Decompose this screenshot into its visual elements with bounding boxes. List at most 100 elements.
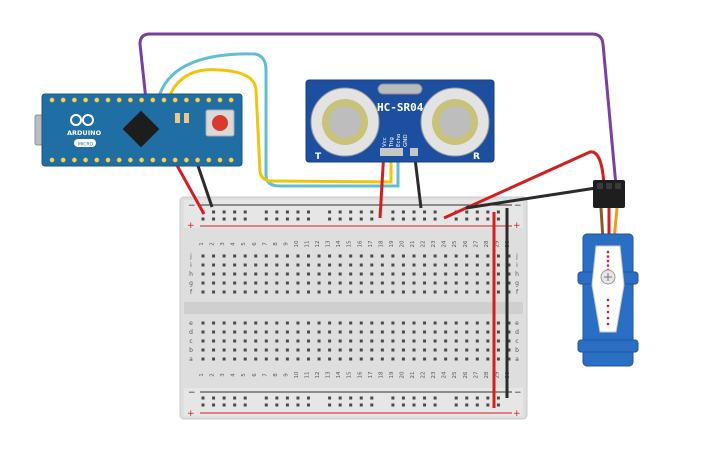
terminal-hole[interactable]	[454, 290, 458, 294]
terminal-hole[interactable]	[254, 272, 258, 276]
rail-hole[interactable]	[338, 396, 342, 400]
terminal-hole[interactable]	[243, 348, 247, 352]
terminal-hole[interactable]	[264, 263, 268, 267]
rail-hole[interactable]	[465, 210, 469, 214]
rail-hole[interactable]	[486, 396, 490, 400]
terminal-hole[interactable]	[433, 272, 437, 276]
rail-hole[interactable]	[370, 217, 374, 221]
terminal-hole[interactable]	[285, 281, 289, 285]
terminal-hole[interactable]	[475, 281, 479, 285]
terminal-hole[interactable]	[201, 254, 205, 258]
terminal-hole[interactable]	[496, 254, 500, 258]
terminal-hole[interactable]	[264, 290, 268, 294]
rail-hole[interactable]	[475, 217, 479, 221]
terminal-hole[interactable]	[486, 263, 490, 267]
terminal-hole[interactable]	[486, 290, 490, 294]
rail-hole[interactable]	[496, 217, 500, 221]
rail-hole[interactable]	[212, 403, 216, 407]
terminal-hole[interactable]	[307, 348, 310, 352]
terminal-hole[interactable]	[201, 339, 205, 343]
header-pin-top[interactable]	[161, 97, 167, 103]
terminal-hole[interactable]	[359, 281, 363, 285]
terminal-hole[interactable]	[401, 348, 405, 352]
rail-hole[interactable]	[465, 217, 469, 221]
rail-hole[interactable]	[233, 210, 237, 214]
terminal-hole[interactable]	[222, 357, 226, 361]
rail-hole[interactable]	[285, 217, 289, 221]
terminal-hole[interactable]	[370, 272, 374, 276]
terminal-hole[interactable]	[285, 263, 289, 267]
rail-hole[interactable]	[328, 396, 332, 400]
rail-hole[interactable]	[296, 217, 300, 221]
header-pin-bottom[interactable]	[49, 157, 55, 163]
terminal-hole[interactable]	[359, 254, 363, 258]
terminal-hole[interactable]	[233, 348, 237, 352]
rail-hole[interactable]	[328, 210, 332, 214]
header-pin-top[interactable]	[116, 97, 122, 103]
terminal-hole[interactable]	[338, 281, 342, 285]
rail-hole[interactable]	[454, 217, 458, 221]
terminal-hole[interactable]	[423, 272, 427, 276]
header-pin-bottom[interactable]	[195, 157, 201, 163]
terminal-hole[interactable]	[465, 272, 469, 276]
terminal-hole[interactable]	[317, 263, 321, 267]
rail-hole[interactable]	[423, 396, 427, 400]
terminal-hole[interactable]	[296, 321, 300, 325]
terminal-hole[interactable]	[212, 330, 216, 334]
servo-power-wire[interactable]	[443, 150, 606, 220]
terminal-hole[interactable]	[222, 339, 226, 343]
rail-hole[interactable]	[486, 210, 490, 214]
pin-gnd[interactable]	[410, 148, 418, 156]
rail-hole[interactable]	[349, 396, 353, 400]
cyan-echo-wire[interactable]	[156, 52, 400, 188]
rail-hole[interactable]	[370, 210, 374, 214]
header-pin-top[interactable]	[195, 97, 201, 103]
terminal-hole[interactable]	[401, 290, 405, 294]
terminal-hole[interactable]	[222, 348, 226, 352]
header-pin-top[interactable]	[60, 97, 66, 103]
terminal-hole[interactable]	[233, 263, 237, 267]
terminal-hole[interactable]	[307, 321, 310, 325]
rail-hole[interactable]	[401, 396, 405, 400]
terminal-hole[interactable]	[359, 348, 363, 352]
terminal-hole[interactable]	[254, 348, 258, 352]
terminal-hole[interactable]	[328, 330, 332, 334]
terminal-hole[interactable]	[338, 357, 342, 361]
terminal-hole[interactable]	[275, 321, 279, 325]
terminal-hole[interactable]	[243, 254, 247, 258]
terminal-hole[interactable]	[370, 281, 374, 285]
terminal-hole[interactable]	[507, 290, 511, 294]
terminal-hole[interactable]	[465, 281, 469, 285]
rail-hole[interactable]	[307, 403, 310, 407]
arduino-micro-board[interactable]: ARDUINO MICRO	[34, 93, 243, 167]
rail-hole[interactable]	[349, 210, 353, 214]
rail-hole[interactable]	[222, 403, 226, 407]
rail-hole[interactable]	[423, 217, 427, 221]
terminal-hole[interactable]	[486, 348, 490, 352]
terminal-hole[interactable]	[475, 339, 479, 343]
terminal-hole[interactable]	[328, 321, 332, 325]
terminal-hole[interactable]	[486, 254, 490, 258]
terminal-hole[interactable]	[454, 263, 458, 267]
terminal-hole[interactable]	[475, 330, 479, 334]
terminal-hole[interactable]	[254, 290, 258, 294]
terminal-hole[interactable]	[212, 339, 216, 343]
terminal-hole[interactable]	[496, 290, 500, 294]
terminal-hole[interactable]	[201, 348, 205, 352]
terminal-hole[interactable]	[507, 348, 511, 352]
terminal-hole[interactable]	[454, 254, 458, 258]
terminal-hole[interactable]	[391, 263, 395, 267]
terminal-hole[interactable]	[423, 281, 427, 285]
terminal-hole[interactable]	[264, 357, 268, 361]
terminal-hole[interactable]	[317, 281, 321, 285]
rail-hole[interactable]	[264, 210, 268, 214]
terminal-hole[interactable]	[423, 330, 427, 334]
terminal-hole[interactable]	[338, 263, 342, 267]
rail-hole[interactable]	[243, 217, 247, 221]
terminal-hole[interactable]	[233, 281, 237, 285]
terminal-hole[interactable]	[475, 290, 479, 294]
terminal-hole[interactable]	[433, 321, 437, 325]
terminal-hole[interactable]	[465, 263, 469, 267]
terminal-hole[interactable]	[423, 254, 427, 258]
rail-hole[interactable]	[423, 403, 427, 407]
